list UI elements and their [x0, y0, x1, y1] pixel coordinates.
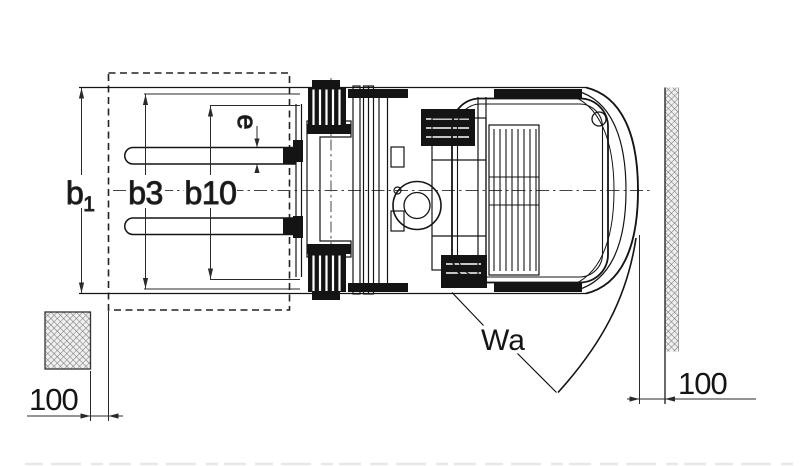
dimension-e: e: [232, 114, 263, 173]
chassis-dark-bands: [348, 89, 582, 292]
seat-slats: [488, 124, 540, 276]
fork-tine-top-heel: [283, 147, 296, 164]
dimension-100-right: 100: [627, 235, 756, 404]
dimension-wa: Wa: [451, 237, 637, 394]
label-b10: b10: [185, 175, 237, 211]
wa-leader-upper: [451, 292, 484, 326]
dimension-100-left: 100: [27, 311, 123, 421]
turning-radius-arc: [557, 237, 637, 394]
fork-tines: [124, 146, 296, 236]
label-b3: b3: [128, 175, 163, 211]
tilt-cylinders: [390, 146, 405, 232]
load-outline: [107, 72, 291, 311]
counterweight-arcs: [568, 86, 639, 295]
dashboard-block: [421, 109, 487, 288]
dimension-b1: b1: [63, 88, 97, 293]
wall-hatch: [665, 87, 679, 352]
wall-right: [664, 87, 679, 404]
pillar-left: [44, 311, 92, 370]
label-b1: b1: [66, 175, 94, 216]
label-wa: Wa: [481, 324, 525, 357]
steering-wheel: [392, 180, 442, 231]
front-wheel-top: [308, 80, 346, 126]
overhead-guard: [451, 97, 609, 284]
label-100-left: 100: [29, 382, 78, 417]
fork-tine-bottom: [124, 217, 296, 236]
front-wheel-bottom: [308, 254, 346, 300]
label-e: e: [232, 114, 262, 129]
fork-tine-top: [124, 146, 296, 165]
label-100-right: 100: [678, 366, 727, 401]
wa-leader-lower: [517, 353, 557, 393]
forklift-machine: [79, 80, 639, 300]
beacon-light: [591, 111, 607, 127]
fork-tine-bottom-heel: [283, 218, 296, 235]
dimension-b10: b10: [184, 105, 300, 280]
mast-rails: [352, 85, 389, 295]
dimension-b3: b3: [126, 93, 300, 290]
